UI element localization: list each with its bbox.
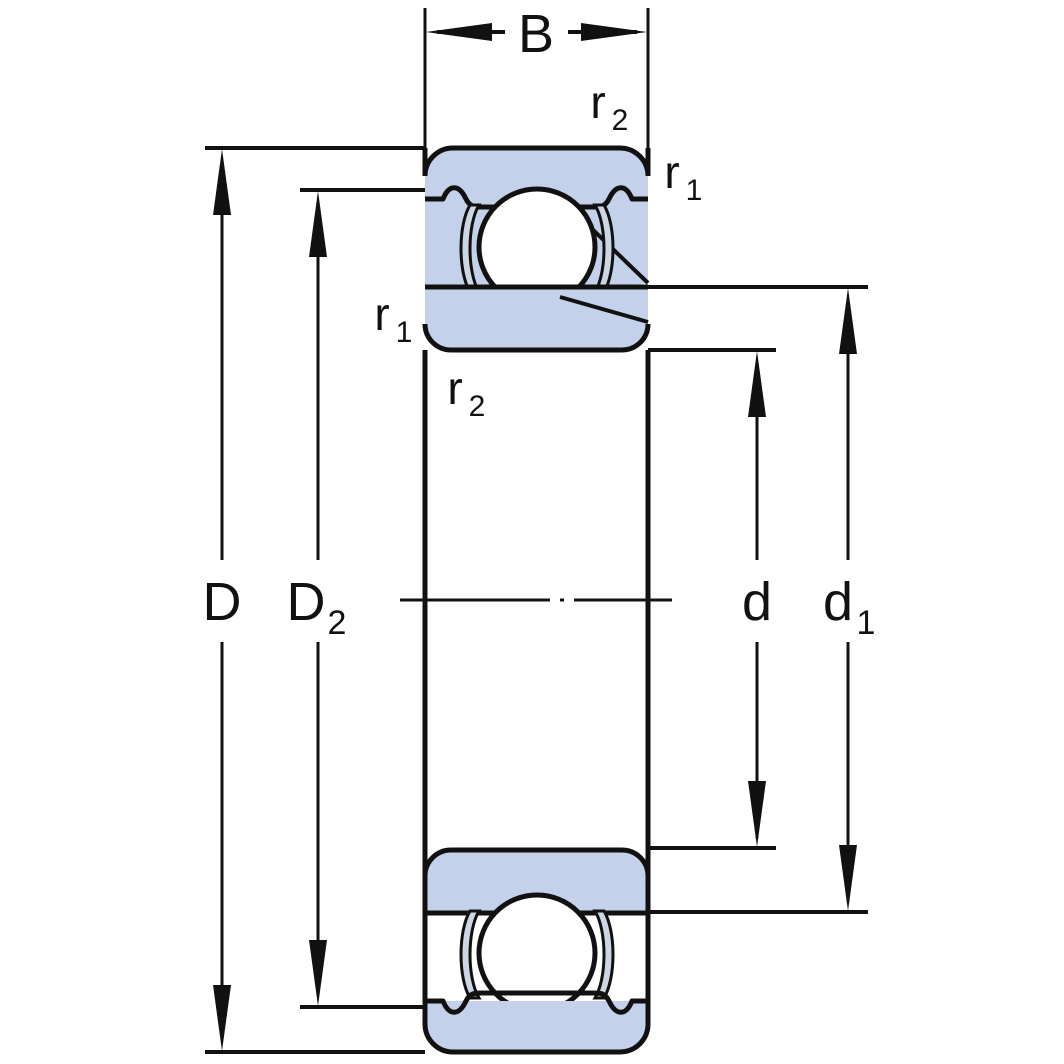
upper-inner-ring-fill-lower [425,297,648,350]
upper-inner-ring-fill-upper [425,287,648,322]
fillet-r2-left-subscript: 2 [469,390,486,423]
lower-outer-ring-groove-profile [425,990,648,1015]
dim-d1-arrow-bottom [839,845,857,911]
dim-d1-subscript: 1 [857,604,876,642]
fillet-r2-left-label: r [447,362,462,414]
upper-inner-raceway-taper [559,295,649,324]
lower-outer-ring-fill [425,1001,648,1052]
lower-inner-ring-fill-lower [425,878,648,913]
lower-cage-left [459,909,482,1000]
fillet-label-r1-top: r 1 [664,146,702,207]
dim-b-arrow-left [426,23,492,41]
fillet-r1-top-label: r [664,146,679,198]
bearing-body [422,145,651,1055]
fillet-r1-left-subscript: 1 [396,316,413,349]
fillet-r1-top-subscript: 1 [686,174,703,207]
dim-d1-label: d [823,572,853,632]
dim-d2-label: D [287,572,326,632]
dim-d-arrow-top [213,149,231,215]
fillet-r2-top-subscript: 2 [612,104,629,137]
lower-cage-right [592,909,615,1000]
dim-d2-subscript: 2 [328,604,347,642]
lower-inner-ring-fill-upper [425,850,648,903]
dimension-d: D [203,146,425,1054]
dimension-d1: d 1 [648,285,876,914]
lower-inner-ring-top-outline [422,847,651,877]
dim-bore-arrow-top [748,351,766,417]
dim-d1-arrow-top [839,288,857,354]
upper-outer-ring-outline-top [422,145,651,177]
dim-d2-arrow-top [309,191,327,257]
fillet-r1-left-label: r [374,288,389,340]
dimension-d2: D 2 [287,188,425,1009]
dim-d-label: D [203,572,242,632]
fillet-label-r2-left: r 2 [447,362,485,423]
dimension-b: B [423,4,650,150]
fillet-r2-top-label: r [590,76,605,128]
dim-bore-label: d [742,572,772,632]
upper-inner-ring-bottom-outline [422,323,651,353]
dim-b-label: B [518,4,554,64]
lower-outer-ring-outline-bottom [422,1023,651,1055]
dim-d2-arrow-bottom [309,940,327,1006]
fillet-label-r1-left: r 1 [374,288,412,349]
dim-b-arrow-right [581,23,647,41]
dimension-d-bore: d [648,348,776,850]
dim-bore-arrow-bottom [748,781,766,847]
fillet-label-r2-top: r 2 [590,76,628,137]
dim-d-arrow-bottom [213,985,231,1051]
